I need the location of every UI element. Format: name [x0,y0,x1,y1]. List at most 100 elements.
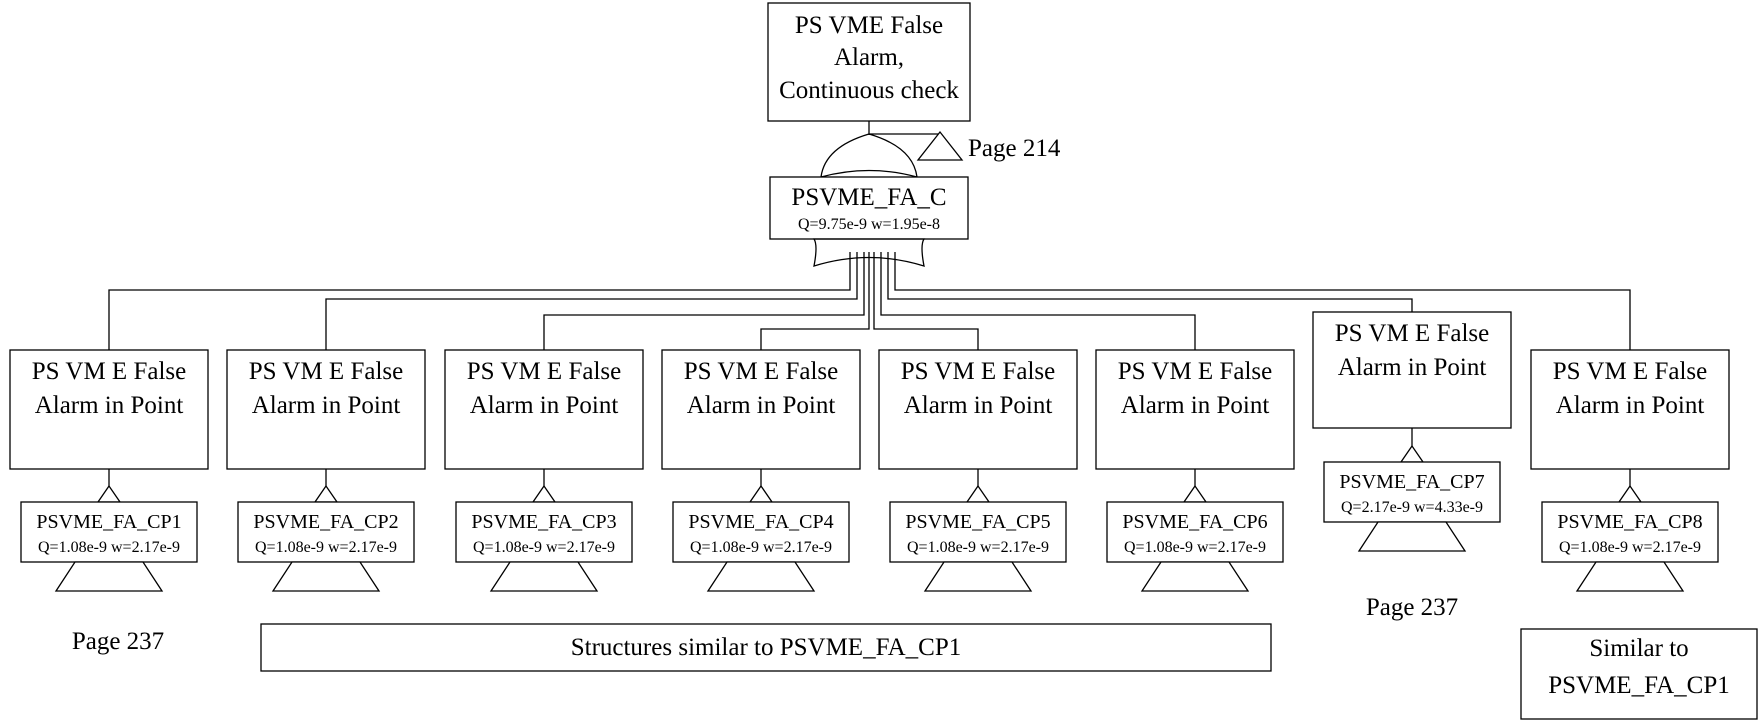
gate-id: PSVME_FA_CP8 [1557,511,1702,533]
event-line-1: PS VM E False [32,358,186,385]
transfer-out-triangle-icon [489,561,599,592]
gate-values: Q=1.08e-9 w=2.17e-9 [38,539,180,556]
event-line-2: Alarm in Point [35,392,184,419]
and-gate-icon [965,484,991,503]
or-gate-symbol [820,133,918,178]
transfer-out-triangle-icon [706,561,816,592]
connector-line [873,252,979,350]
event-line-2: Alarm in Point [1121,392,1270,419]
transfer-out-triangle-icon [1357,521,1467,552]
gate-values: Q=2.17e-9 w=4.33e-9 [1341,499,1483,516]
similar-structures-box [260,623,1272,672]
top-gate-box [769,176,969,240]
connector-line [108,252,851,350]
gate-id: PSVME_FA_CP6 [1122,511,1267,533]
gate-values: Q=1.08e-9 w=2.17e-9 [907,539,1049,556]
gate-label-box [889,501,1067,563]
gate-label-box [20,501,198,563]
similar-structures-note: Structures similar to PSVME_FA_CP1 [571,634,962,661]
top-event-line-3: Continuous check [779,77,959,104]
similar-to-line-2: PSVME_FA_CP1 [1548,672,1730,699]
event-line-1: PS VM E False [1118,358,1272,385]
event-line-1: PS VM E False [684,358,838,385]
connector-line [887,252,1413,312]
and-gate-icon [1617,484,1643,503]
event-line-1: PS VM E False [1335,320,1489,347]
gate-connectors [108,252,1631,350]
and-gate-icon [96,484,122,503]
gate-id: PSVME_FA_CP3 [471,511,616,533]
page-ref-cp1: Page 237 [72,628,164,655]
top-gate-id: PSVME_FA_C [791,184,946,211]
event-line-2: Alarm in Point [687,392,836,419]
gate-values: Q=1.08e-9 w=2.17e-9 [255,539,397,556]
gate-label-box [1106,501,1284,563]
top-gate: PSVME_FA_C Q=9.75e-9 w=1.95e-8 [769,176,969,240]
gate-id: PSVME_FA_CP5 [905,511,1050,533]
connector-line [543,252,865,350]
transfer-out-triangle-icon [1140,561,1250,592]
event-line-1: PS VM E False [901,358,1055,385]
transfer-page-ref: Page 214 [968,135,1061,162]
transfer-out-triangle-icon [1575,561,1685,592]
or-gate-lower-symbol [812,238,926,267]
and-gate-icon [1399,444,1425,463]
gate-id: PSVME_FA_CP1 [36,511,181,533]
top-event-line-2: Alarm, [834,44,904,71]
top-event-line-1: PS VME False [795,12,943,39]
gate-label-box [1323,461,1501,523]
event-box [9,349,209,470]
event-box [444,349,644,470]
event-line-2: Alarm in Point [252,392,401,419]
connector-line [760,252,870,350]
and-gate-icon [531,484,557,503]
and-gate-icon [1182,484,1208,503]
connector-line [894,252,1631,350]
and-gate-icon [313,484,339,503]
gate-id: PSVME_FA_CP4 [688,511,833,533]
top-event: PS VME False Alarm, Continuous check [767,2,971,122]
connector-line [880,252,1196,350]
event-line-2: Alarm in Point [1556,392,1705,419]
gate-values: Q=1.08e-9 w=2.17e-9 [690,539,832,556]
gate-values: Q=1.08e-9 w=2.17e-9 [473,539,615,556]
and-gate-icon [748,484,774,503]
transfer-out-triangle-icon [54,561,164,592]
event-line-1: PS VM E False [1553,358,1707,385]
transfer-triangle-icon [916,130,964,161]
connector-line [325,252,858,350]
event-line-2: Alarm in Point [904,392,1053,419]
event-box [1530,349,1730,470]
top-event-box [767,2,971,122]
transfer-out-triangle-icon [271,561,381,592]
similar-to-line-1: Similar to [1589,635,1688,662]
event-line-1: PS VM E False [249,358,403,385]
gate-id: PSVME_FA_CP2 [253,511,398,533]
top-gate-values: Q=9.75e-9 w=1.95e-8 [798,216,940,233]
gate-label-box [1541,501,1719,563]
event-line-1: PS VM E False [467,358,621,385]
gate-values: Q=1.08e-9 w=2.17e-9 [1124,539,1266,556]
event-box [1312,311,1512,429]
event-box [878,349,1078,470]
gate-label-box [672,501,850,563]
similar-to-box [1520,628,1758,720]
event-box [661,349,861,470]
event-line-2: Alarm in Point [470,392,619,419]
event-box [226,349,426,470]
event-box [1095,349,1295,470]
page-ref-cp7: Page 237 [1366,594,1458,621]
gate-id: PSVME_FA_CP7 [1339,471,1484,493]
event-line-2: Alarm in Point [1338,354,1487,381]
transfer-out-triangle-icon [923,561,1033,592]
gate-label-box [455,501,633,563]
